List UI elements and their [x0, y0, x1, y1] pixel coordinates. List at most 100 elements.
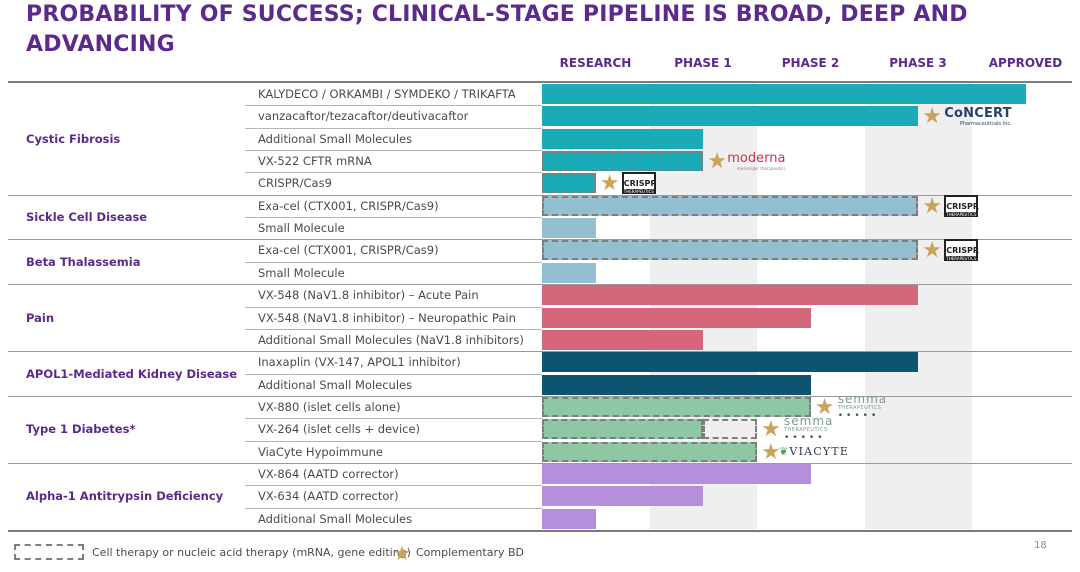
disease-label: Cystic Fibrosis: [26, 131, 121, 146]
disease-label: Pain: [26, 310, 55, 325]
program-bar: [542, 84, 1026, 104]
program-bar: [542, 262, 596, 283]
stage-header-phase-3: PHASE 3: [889, 56, 947, 70]
complementary-star-icon: ★: [599, 170, 620, 196]
disease-group-divider: [8, 284, 1072, 286]
row-divider: [245, 217, 542, 219]
program-bar: [542, 486, 704, 507]
disease-group-divider: [8, 351, 1072, 353]
program-bar: [542, 240, 919, 261]
semma-logo-sub: THERAPEUTICS: [784, 427, 828, 434]
semma-logo-dots: •••••: [837, 410, 880, 421]
program-label: ViaCyte Hypoimmune: [258, 444, 383, 459]
program-label: VX-548 (NaV1.8 inhibitor) – Neuropathic …: [258, 310, 516, 325]
program-label: KALYDECO / ORKAMBI / SYMDEKO / TRIKAFTA: [258, 87, 516, 101]
disease-group-divider: [8, 194, 1072, 196]
program-label: Small Molecule: [258, 265, 345, 280]
program-label: Inaxaplin (VX-147, APOL1 inhibitor): [258, 355, 461, 370]
program-label: Additional Small Molecules: [258, 377, 413, 392]
complementary-star-icon: ★: [707, 148, 727, 174]
disease-group-divider: [8, 395, 1072, 397]
complementary-star-icon: ★: [761, 416, 781, 442]
semma-logo-dots: •••••: [784, 433, 826, 444]
program-label: Exa-cel (CTX001, CRISPR/Cas9): [258, 243, 439, 258]
program-label: Small Molecule: [258, 221, 345, 236]
crispr-logo-sub: THERAPEUTICS: [946, 256, 977, 262]
crispr-logo-name: CRISPR: [946, 246, 980, 256]
program-label: CRISPR/Cas9: [258, 176, 332, 191]
disease-label: Alpha-1 Antitrypsin Deficiency: [26, 489, 224, 504]
program-label: VX-634 (AATD corrector): [258, 489, 399, 504]
program-label: VX-264 (islet cells + device): [258, 422, 421, 437]
semma-logo-name: semma: [784, 414, 834, 429]
row-divider: [245, 418, 542, 420]
page-number: 18: [1034, 540, 1047, 551]
phase-band-phase-1: [649, 82, 757, 529]
disease-label: Type 1 Diabetes*: [26, 422, 136, 437]
semma-logo-name: semma: [837, 391, 888, 406]
complementary-star-icon: ★: [922, 192, 942, 218]
complementary-star-icon: ★: [814, 393, 835, 419]
program-label: VX-880 (islet cells alone): [258, 399, 401, 414]
complementary-star-icon: ★: [761, 438, 781, 464]
program-bar: [542, 195, 919, 216]
program-label: Additional Small Molecules: [258, 131, 413, 146]
program-bar: [542, 419, 704, 440]
program-bar: [542, 329, 704, 350]
program-bar: [542, 285, 919, 306]
program-label: vanzacaftor/tezacaftor/deutivacaftor: [258, 109, 469, 124]
stage-header-phase-2: PHASE 2: [781, 56, 840, 70]
stage-header-research: RESEARCH: [559, 56, 632, 70]
program-label: Additional Small Molecules: [258, 511, 413, 526]
legend-star-icon: ★: [393, 543, 411, 565]
complementary-star-icon: ★: [922, 103, 942, 129]
phase-band-phase-3: [864, 82, 972, 529]
row-divider: [245, 150, 542, 152]
disease-group-divider: [8, 239, 1072, 241]
row-divider: [245, 328, 542, 330]
row-divider: [245, 172, 542, 174]
viacyte-leaf-icon: ❦: [779, 444, 790, 458]
complementary-star-icon: ★: [922, 237, 942, 263]
disease-label: Beta Thalassemia: [26, 254, 141, 269]
concert-logo-sub: Pharmaceuticals Inc.: [959, 121, 1012, 128]
row-divider: [245, 507, 542, 509]
program-label: Exa-cel (CTX001, CRISPR/Cas9): [258, 198, 439, 213]
program-bar: [542, 463, 811, 484]
row-divider: [245, 485, 542, 487]
program-bar: [542, 218, 596, 239]
program-bar: [542, 441, 757, 462]
program-label: VX-522 CFTR mRNA: [258, 154, 372, 169]
moderna-logo-name: moderna: [727, 151, 786, 167]
row-divider: [245, 440, 542, 442]
row-divider: [245, 105, 542, 107]
viacyte-logo: ❦VIACYTE: [779, 445, 849, 458]
disease-group-divider: [8, 530, 1072, 532]
legend-dashed-swatch: [14, 544, 84, 560]
program-bar: [542, 173, 596, 194]
program-bar: [542, 396, 811, 417]
program-label: VX-548 (NaV1.8 inhibitor) – Acute Pain: [258, 288, 479, 303]
semma-logo-sub: THERAPEUTICS: [837, 404, 882, 411]
crispr-logo-sub: THERAPEUTICS: [623, 189, 654, 195]
header-rule: [8, 81, 1072, 83]
program-bar: [542, 508, 596, 529]
concert-logo-name: CoNCERT: [944, 106, 1012, 122]
program-bar-extension: [703, 419, 757, 440]
crispr-logo-sub: THERAPEUTICS: [946, 211, 977, 217]
disease-group-divider: [8, 462, 1072, 464]
crispr-logo-name: CRISPR: [946, 201, 980, 211]
viacyte-logo-name: VIACYTE: [789, 444, 850, 458]
program-bar: [542, 128, 704, 149]
row-divider: [245, 261, 542, 263]
disease-label: APOL1-Mediated Kidney Disease: [26, 366, 238, 381]
disease-label: Sickle Cell Disease: [26, 210, 148, 225]
program-bar: [542, 307, 811, 328]
program-bar: [542, 106, 919, 127]
